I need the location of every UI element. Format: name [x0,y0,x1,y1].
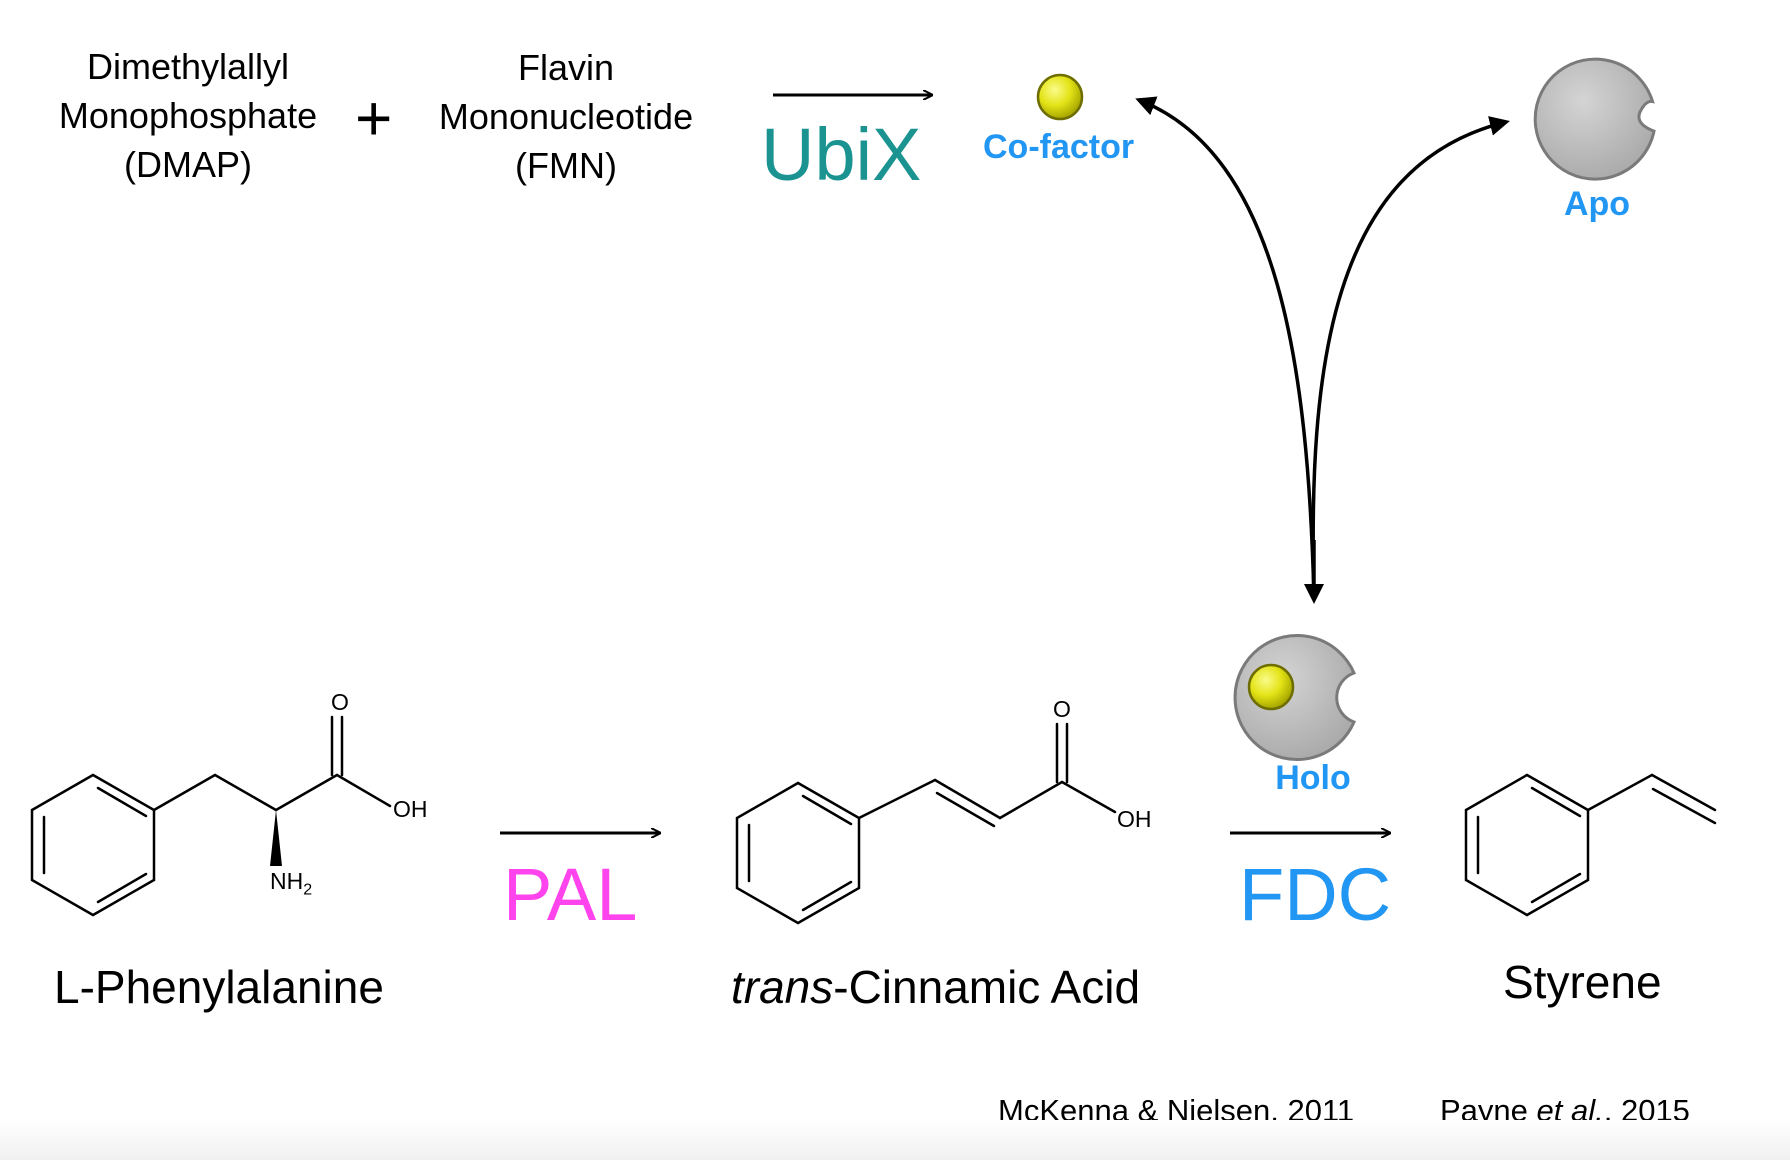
cinnamic-oh: OH [1117,806,1152,832]
cofactor-ball-icon [1036,73,1084,121]
pal-label: PAL [503,853,638,936]
curve-arrow-to-cofactor [1135,96,1316,599]
fmn-line-3: (FMN) [515,145,617,186]
fmn-line-2: Mononucleotide [438,96,694,137]
cofactor-tag: Co-factor [983,128,1135,166]
bottom-shade [0,1120,1790,1160]
curve-arrow-to-apo [1311,116,1510,599]
fmn-label: Flavin Mononucleotide (FMN) [439,43,693,190]
ubix-label: UbiX [761,113,922,196]
phenylalanine-wedge-bond [270,810,282,866]
phe-carbonyl-o: O [331,689,349,715]
cinnamic-acid-structure [735,722,1117,925]
phenylalanine-structure [30,715,392,917]
nh2-subscript: 2 [303,881,313,899]
plus-sign: + [355,82,393,154]
cinnamic-trans-prefix: trans [731,961,834,1013]
dmap-line-3: (DMAP) [124,144,252,185]
phe-oh: OH [393,796,428,822]
apo-protein-icon [1533,57,1656,181]
dmap-label: Dimethylallyl Monophosphate (DMAP) [59,42,317,189]
cinnamic-carbonyl-o: O [1053,696,1071,722]
holo-tag: Holo [1275,759,1351,797]
dmap-line-1: Dimethylallyl [86,46,290,87]
apo-tag: Apo [1563,185,1631,223]
phe-nh2: NH2 [270,868,312,900]
cinnamic-name-rest: -Cinnamic Acid [833,961,1141,1013]
fdc-label: FDC [1239,853,1392,936]
styrene-name: Styrene [1503,956,1662,1008]
holo-cofactor-ball-icon [1247,663,1295,711]
fmn-line-1: Flavin [517,47,615,88]
cinnamic-acid-name: trans-Cinnamic Acid [731,960,1140,1014]
styrene-structure [1464,773,1717,917]
nh2-text: NH [270,868,304,894]
phenylalanine-name: L-Phenylalanine [54,961,384,1013]
dmap-line-2: Monophosphate [58,95,318,136]
